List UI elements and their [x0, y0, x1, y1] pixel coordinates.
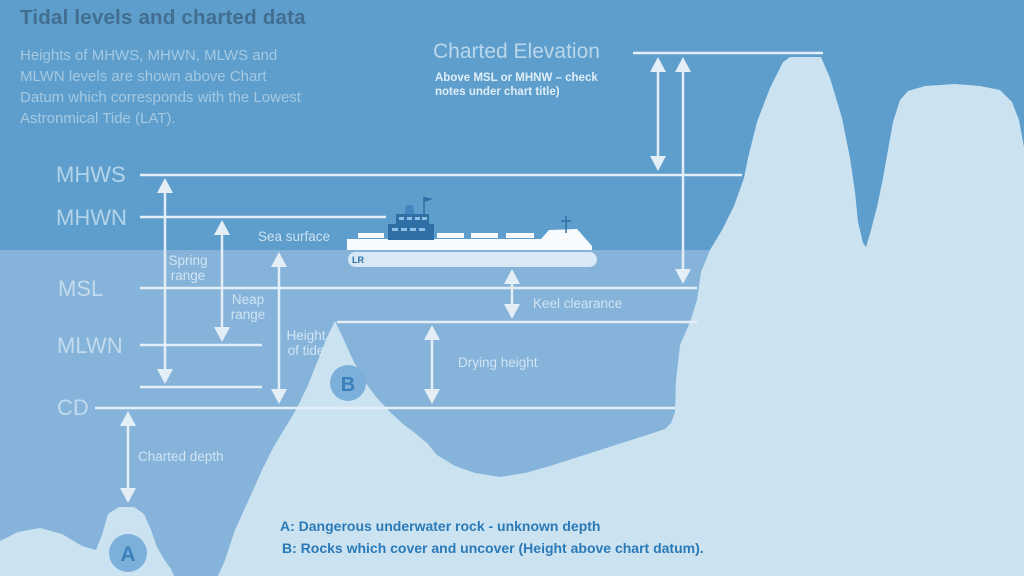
label-neap-range: Neap range: [230, 292, 266, 322]
legend-item-b: B: Rocks which cover and uncover (Height…: [282, 540, 704, 556]
spring-range-arrow: [157, 178, 173, 384]
neap-range-arrow: [214, 220, 230, 342]
ship-underwater-hull: [348, 252, 597, 267]
charted-elevation-title: Charted Elevation: [433, 40, 600, 63]
level-label-cd: CD: [57, 395, 89, 420]
ship-hull-mark: LR: [352, 255, 364, 265]
label-keel-clearance: Keel clearance: [533, 296, 623, 311]
drying-height-arrow: [424, 325, 440, 404]
ship-flag: [424, 197, 433, 202]
hazard-markers: A B: [109, 365, 366, 572]
page-title: Tidal levels and charted data: [20, 6, 306, 29]
height-of-tide-arrow: [271, 252, 287, 404]
level-label-msl: MSL: [58, 276, 104, 301]
ship-superstructure: [388, 197, 434, 240]
marker-b-circle: [330, 365, 366, 401]
ship-bow-mast: [561, 216, 571, 233]
measurement-arrows: [120, 57, 691, 503]
ship-hull: [347, 229, 592, 250]
label-drying-height: Drying height: [458, 355, 538, 370]
legend-item-a: A: Dangerous underwater rock - unknown d…: [280, 518, 601, 534]
label-sea-surface: Sea surface: [258, 229, 331, 244]
charted-elevation-msl-arrow: [675, 57, 691, 284]
marker-a-circle: [109, 534, 147, 572]
label-charted-depth: Charted depth: [138, 449, 224, 464]
charted-depth-arrow: [120, 411, 136, 503]
level-label-mlwn: MLWN: [57, 333, 123, 358]
keel-clearance-arrow: [504, 269, 520, 319]
rock-b-and-cliff-silhouette: [218, 57, 1024, 576]
charted-elevation-mhws-arrow: [650, 57, 666, 171]
level-label-mhwn: MHWN: [56, 205, 127, 230]
marker-b-letter: B: [341, 374, 355, 396]
ship-deck-hatches: [358, 233, 534, 238]
marker-a-letter: A: [120, 543, 135, 566]
cargo-ship: LR: [347, 197, 597, 267]
label-spring-range: Spring range: [168, 253, 208, 283]
intro-paragraph: Heights of MHWS, MHWN, MLWS and MLWN lev…: [20, 47, 301, 127]
charted-elevation-note: Above MSL or MHNW – check notes under ch…: [435, 72, 598, 98]
label-height-of-tide: Height of tide: [286, 328, 326, 358]
level-label-mhws: MHWS: [56, 162, 126, 187]
datum-lines: [95, 51, 823, 410]
